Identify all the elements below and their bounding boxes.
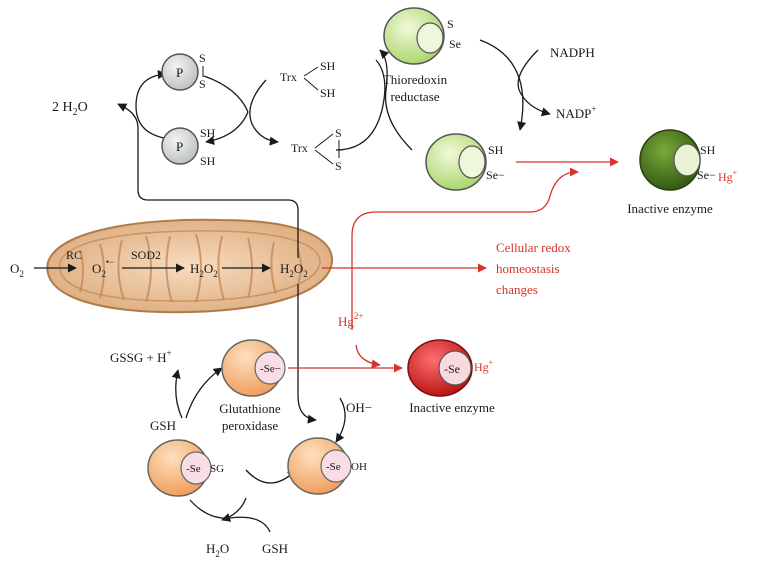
selenium-label: Se — [449, 37, 461, 51]
thiol-label: SH — [200, 154, 216, 168]
protein-reduced: P SH SH — [161, 126, 216, 168]
redox-change-label-2: homeostasis — [496, 261, 560, 276]
water-product: 2 H2O — [52, 100, 88, 118]
glutathione-peroxidase-selenenic: -Se OH — [287, 437, 367, 495]
h2o2-label: H2O2 — [280, 261, 308, 279]
trx-label: Trx — [291, 141, 308, 155]
sod2-label: SOD2 — [131, 248, 161, 262]
selenolate-label: Se− — [486, 168, 505, 182]
thioredoxin-reductase-oxidized: S Se Thioredoxin reductase — [383, 7, 461, 104]
hydroxide-label: OH− — [346, 400, 372, 415]
selenolate-label: Se− — [697, 168, 716, 182]
superoxide-label: O2•− — [92, 257, 114, 279]
protein-p-label: P — [176, 139, 183, 154]
thiol-label: SH — [320, 59, 336, 73]
reductase-label-1: Thioredoxin — [383, 72, 448, 87]
sulfur-label: S — [199, 51, 206, 65]
thiol-label: SH — [488, 143, 504, 157]
nadp-label: NADP+ — [556, 104, 596, 121]
h2o2-mito-label: H2O2 — [190, 261, 218, 279]
protein-oxidized: P S S — [161, 51, 206, 91]
hydroxyl-label: OH — [351, 461, 367, 473]
selenium-label: -Se — [444, 362, 460, 376]
respiratory-chain-label: RC — [66, 248, 82, 262]
sulfur-label: S — [335, 159, 342, 173]
selenium-label: -Se — [186, 463, 201, 475]
sg-label: SG — [210, 463, 224, 475]
protein-p-label: P — [176, 65, 183, 80]
redox-change-label-3: changes — [496, 282, 538, 297]
selenolate-label: -Se− — [260, 363, 281, 375]
inactive-enzyme-bottom: -Se Hg+ Inactive enzyme — [407, 339, 495, 415]
red-arrows — [288, 157, 619, 373]
inactive-enzyme-label: Inactive enzyme — [627, 201, 713, 216]
sulfur-label: S — [447, 17, 454, 31]
sulfur-label: S — [335, 126, 342, 140]
thioredoxin-reduced: Trx SH SH — [280, 59, 336, 100]
mercury-ion-label: Hg+ — [474, 358, 494, 374]
selenium-label: -Se — [326, 461, 341, 473]
black-arrows — [34, 39, 551, 533]
glutathione-peroxidase-active: -Se− — [221, 339, 286, 397]
inactive-enzyme-label: Inactive enzyme — [409, 400, 495, 415]
nadph-label: NADPH — [550, 45, 595, 60]
inactive-enzyme-top: SH Se− Hg+ Inactive enzyme — [627, 129, 738, 216]
peroxidase-label-2: peroxidase — [222, 418, 279, 433]
mercury-ion-label: Hg+ — [718, 168, 738, 184]
thiol-label: SH — [700, 143, 716, 157]
peroxidase-label-1: Glutathione — [219, 401, 281, 416]
redox-change-label-1: Cellular redox — [496, 240, 571, 255]
thioredoxin-reductase-reduced: SH Se− — [425, 133, 505, 191]
gsh-label: GSH — [150, 418, 176, 433]
gsh-label: GSH — [262, 541, 288, 556]
mercury-label: Hg2+ — [338, 311, 363, 329]
thioredoxin-oxidized: Trx S S — [291, 126, 342, 173]
oxygen-label: O2 — [10, 261, 24, 279]
reductase-label-2: reductase — [390, 89, 439, 104]
water-label: H2O — [206, 541, 229, 559]
glutathione-peroxidase-selenenylsulfide: -Se SG — [147, 439, 224, 497]
sulfur-label: S — [199, 77, 206, 91]
trx-label: Trx — [280, 70, 297, 84]
thiol-label: SH — [320, 86, 336, 100]
thiol-label: SH — [200, 126, 216, 140]
gssg-label: GSSG + H+ — [110, 348, 172, 365]
